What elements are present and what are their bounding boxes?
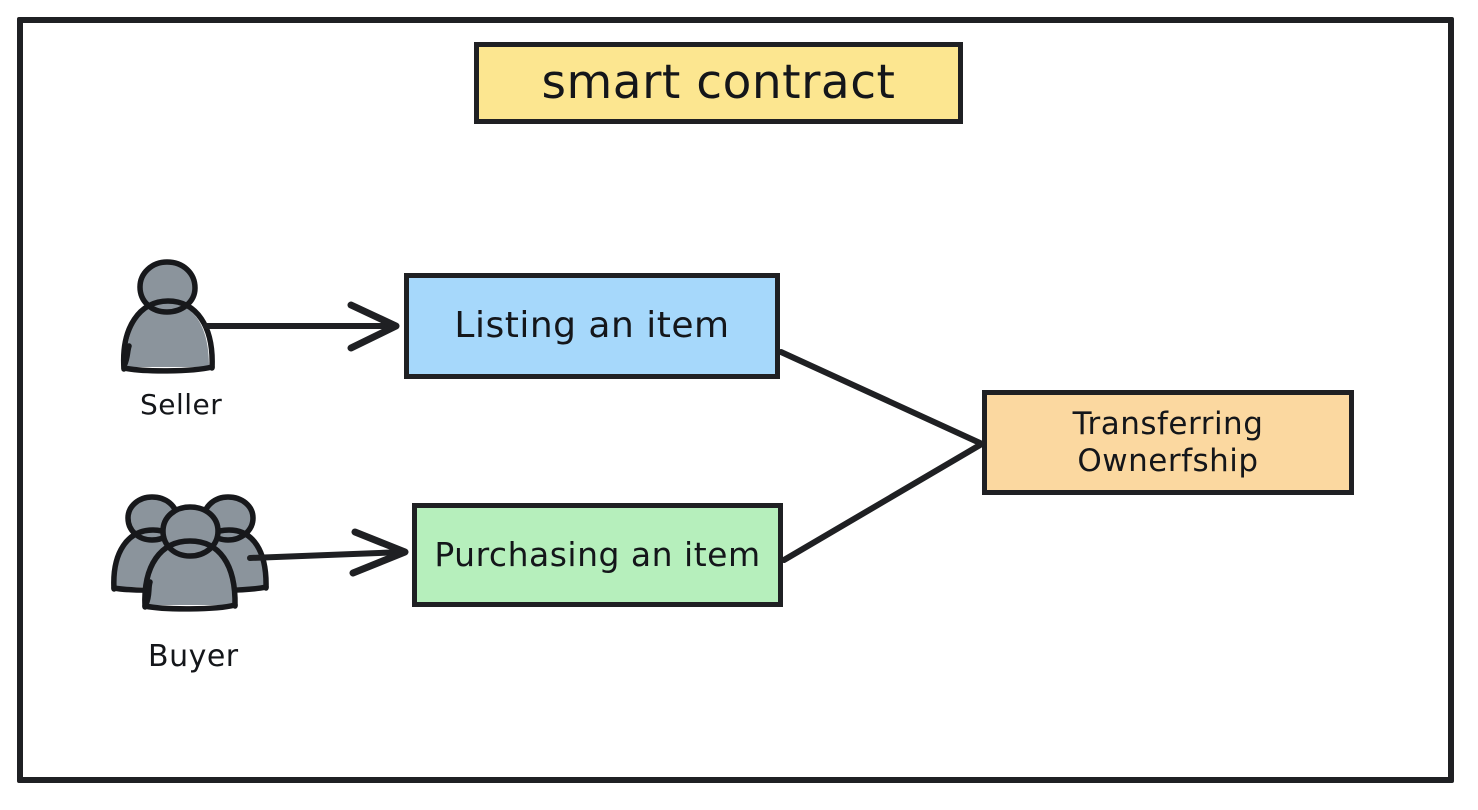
actor-label-seller: Seller: [140, 388, 223, 421]
node-listing-an-item: Listing an item: [404, 273, 780, 379]
node-purchasing-an-item: Purchasing an item: [412, 503, 783, 607]
actor-label-buyer: Buyer: [148, 639, 239, 674]
node-smart-contract-title: smart contract: [474, 42, 963, 124]
diagram-border: [17, 17, 1454, 783]
node-transferring-ownership: Transferring Ownerfship: [982, 390, 1354, 495]
